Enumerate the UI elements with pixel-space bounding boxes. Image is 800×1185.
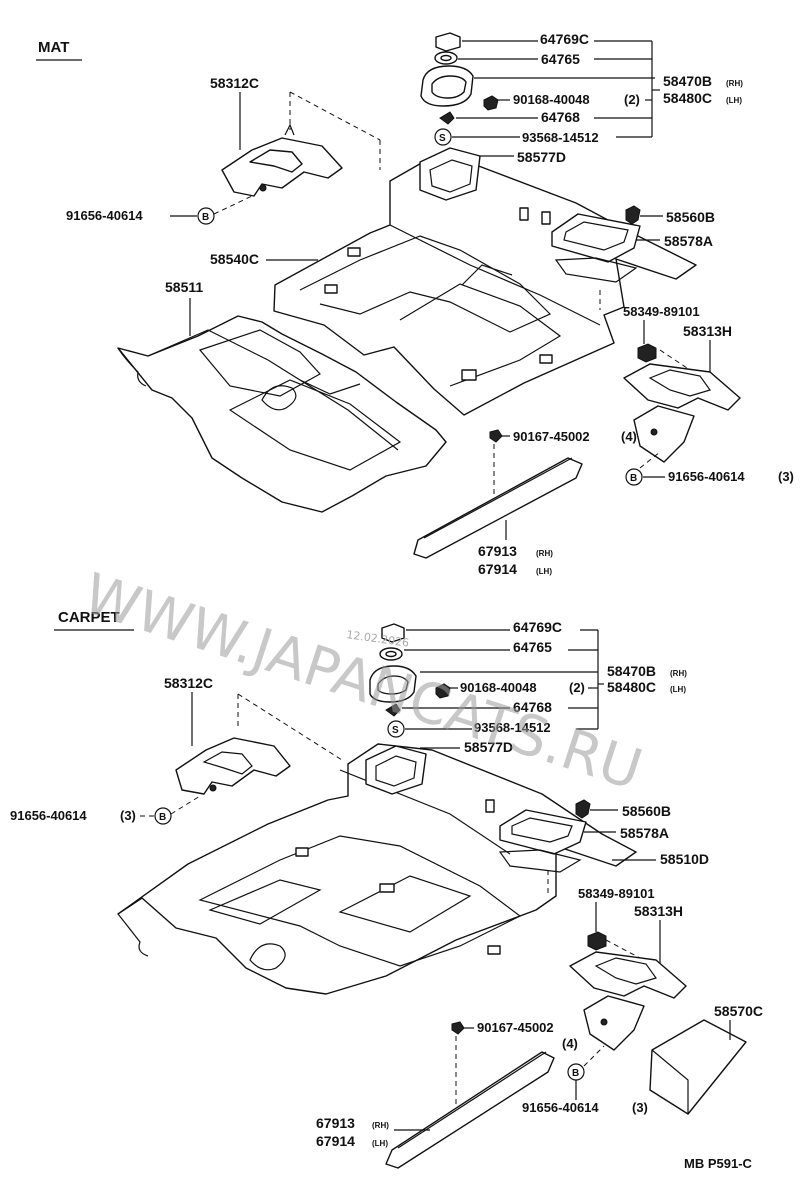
svg-text:(3): (3) [120, 808, 136, 823]
label-90168-40048: 90168-40048 [513, 92, 590, 107]
svg-text:(LH): (LH) [536, 567, 552, 576]
svg-text:S: S [439, 133, 446, 144]
svg-text:67913: 67913 [316, 1115, 355, 1131]
svg-text:(LH): (LH) [726, 96, 742, 105]
label-90167-45002: 90167-45002 [513, 429, 590, 444]
svg-text:58577D: 58577D [464, 739, 513, 755]
svg-text:90168-40048: 90168-40048 [460, 680, 537, 695]
carpet-labels-top: 64769C 64765 58470B (RH) 58480C (LH) 901… [460, 619, 687, 755]
label-93568-14512: 93568-14512 [522, 130, 599, 145]
svg-text:B: B [159, 812, 166, 823]
svg-text:58511: 58511 [165, 279, 203, 295]
svg-text:(2): (2) [569, 680, 585, 695]
label-58510d: 58510D [660, 851, 709, 867]
label-58570c: 58570C [714, 1003, 763, 1019]
svg-text:58480C: 58480C [607, 679, 656, 695]
screw-symbol-93568 [434, 128, 452, 146]
bolt-symbol-91656-a [197, 207, 215, 225]
svg-text:(4): (4) [621, 429, 637, 444]
svg-text:64765: 64765 [513, 639, 552, 655]
svg-text:90167-45002: 90167-45002 [477, 1020, 554, 1035]
plate-58578a [551, 213, 641, 263]
svg-text:58312C: 58312C [164, 675, 213, 691]
label-64765: 64765 [541, 51, 580, 67]
cap-64769c [435, 32, 461, 52]
svg-text:58313H: 58313H [634, 903, 683, 919]
clip-64768 [439, 111, 455, 125]
mat-58570c [649, 1019, 747, 1115]
label-58349-89101: 58349-89101 [623, 304, 700, 319]
mat-leader-lines-top [452, 40, 660, 157]
svg-text:58349-89101: 58349-89101 [578, 886, 655, 901]
mat-labels-top: 64769C 64765 58470B (RH) 58480C (LH) 901… [513, 31, 743, 165]
carpet-grommet-stack: S [369, 623, 451, 738]
carpet-58510d [117, 743, 637, 995]
svg-text:(RH): (RH) [536, 549, 553, 558]
bracket-58312c: 58312C [210, 75, 381, 197]
svg-text:58470B: 58470B [607, 663, 656, 679]
carpet-leader-lines-top [402, 629, 604, 749]
label-58577d: 58577D [517, 149, 566, 165]
bolt-symbol-91656-b [625, 468, 643, 486]
carpet-bracket-58313h: 58349-89101 58313H [547, 870, 687, 1051]
clip-90167 [489, 429, 503, 443]
svg-text:(3): (3) [778, 469, 794, 484]
label-91656-40614-a: 91656-40614 [66, 208, 143, 223]
svg-text:(LH): (LH) [670, 685, 686, 694]
svg-text:58312C: 58312C [210, 75, 259, 91]
svg-text:(RH): (RH) [372, 1121, 389, 1130]
svg-text:(LH): (LH) [372, 1139, 388, 1148]
clip-58349 [637, 343, 657, 363]
label-67914: 67914 [478, 561, 517, 577]
svg-text:(2): (2) [624, 92, 640, 107]
clip-58560b [625, 205, 641, 225]
svg-text:B: B [572, 1068, 579, 1079]
svg-text:(RH): (RH) [726, 79, 743, 88]
label-58470b: 58470B [663, 73, 712, 89]
svg-text:67914: 67914 [316, 1133, 355, 1149]
mat-58511: 58511 [117, 279, 447, 513]
svg-text:(3): (3) [632, 1100, 648, 1115]
scuff-plate-67913 [413, 457, 583, 559]
label-91656-40614-b: 91656-40614 [668, 469, 745, 484]
label-58578a: 58578A [664, 233, 713, 249]
svg-text:58578A: 58578A [620, 825, 669, 841]
svg-text:(RH): (RH) [670, 669, 687, 678]
svg-text:B: B [630, 473, 637, 484]
label-58480c: 58480C [663, 90, 712, 106]
label-67913: 67913 [478, 543, 517, 559]
footer-code: MB P591-C [684, 1156, 753, 1171]
svg-text:(4): (4) [562, 1036, 578, 1051]
clip-90168 [483, 95, 499, 111]
label-carpet-91656-b: 91656-40614 [522, 1100, 599, 1115]
label-carpet-91656-a: 91656-40614 [10, 808, 87, 823]
svg-text:64768: 64768 [513, 699, 552, 715]
svg-text:B: B [202, 212, 209, 223]
section-title-mat: MAT [38, 39, 69, 56]
svg-text:93568-14512: 93568-14512 [474, 720, 551, 735]
svg-text:64769C: 64769C [513, 619, 562, 635]
carpet-bracket-58312c: 58312C [164, 675, 343, 795]
label-58560b: 58560B [666, 209, 715, 225]
label-64769c: 64769C [540, 31, 589, 47]
label-58313h: 58313H [683, 323, 732, 339]
svg-text:58560B: 58560B [622, 803, 671, 819]
label-64768: 64768 [541, 109, 580, 125]
svg-text:S: S [392, 725, 399, 736]
mat-grommet-stack: S [420, 32, 499, 146]
svg-text:58540C: 58540C [210, 251, 259, 267]
bracket-58313h: 58349-89101 58313H [599, 290, 741, 463]
section-title-carpet: CARPET [58, 609, 120, 626]
